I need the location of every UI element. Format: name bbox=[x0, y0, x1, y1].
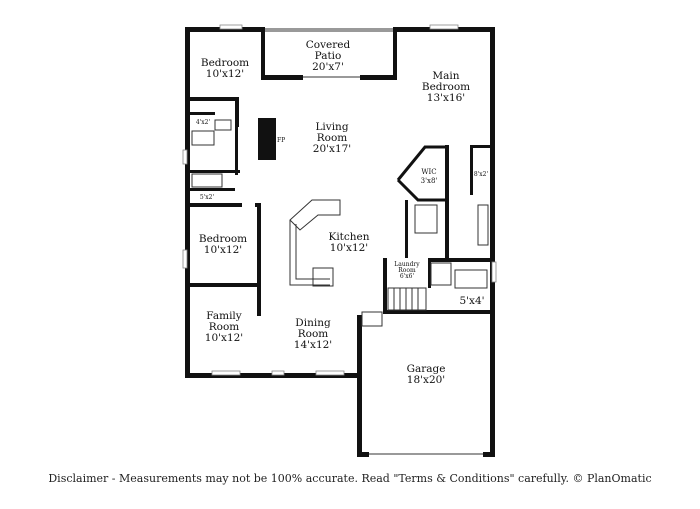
wall-closet-1 bbox=[235, 97, 239, 127]
wall-bedroom-mid-right bbox=[257, 203, 261, 285]
kitchen-island-appliance bbox=[312, 267, 334, 287]
kitchen-counter-top bbox=[289, 199, 341, 231]
garage-step bbox=[361, 311, 383, 327]
patio-left-wall bbox=[261, 27, 265, 77]
double-vanity bbox=[477, 204, 489, 246]
family-room-name-2: Room bbox=[209, 321, 240, 333]
laundry-size: 6'x6' bbox=[400, 273, 415, 280]
wall-bath-bottom bbox=[190, 188, 235, 191]
wall-laundry-top bbox=[428, 258, 490, 262]
kitchen-counter-left bbox=[289, 220, 330, 286]
fireplace-label: FP bbox=[277, 137, 285, 144]
kitchen-size: 10'x12' bbox=[330, 242, 368, 254]
wall-bedroom-mid-top bbox=[190, 203, 242, 207]
wic-name: WIC bbox=[421, 168, 436, 176]
window-top-main bbox=[429, 24, 459, 30]
wic-top-wall bbox=[396, 145, 448, 181]
dining-room-size: 14'x12' bbox=[294, 339, 332, 351]
wall-bath-mid bbox=[190, 170, 240, 173]
wall-bedroom-bottom bbox=[190, 97, 238, 101]
window-right bbox=[491, 261, 497, 283]
wic-bottom-wall bbox=[396, 178, 448, 202]
wic-size: 3'x8' bbox=[421, 177, 438, 185]
window-left-1 bbox=[182, 149, 188, 165]
kitchen-name: Kitchen bbox=[328, 231, 369, 243]
living-top-wall-left bbox=[261, 75, 303, 80]
wall-right-upper bbox=[490, 27, 495, 289]
main-bedroom-name-1: Main bbox=[432, 70, 459, 82]
wall-top-bedroom bbox=[185, 27, 265, 32]
garage-bottom-left bbox=[357, 452, 369, 457]
dining-room-name-1: Dining bbox=[295, 317, 331, 329]
laundry-name: Laundry bbox=[394, 261, 420, 268]
bedroom-top-name: Bedroom bbox=[201, 57, 249, 69]
wall-hall-right bbox=[405, 200, 408, 258]
window-top-bedroom bbox=[219, 24, 243, 30]
dining-room-name-2: Room bbox=[298, 328, 329, 340]
shower bbox=[430, 262, 452, 286]
garage-left-wall bbox=[357, 315, 362, 457]
kitchen-counter-left-inner bbox=[295, 224, 330, 280]
garage-top-wall bbox=[383, 310, 495, 314]
living-top-wall-right bbox=[360, 75, 397, 80]
window-left-2 bbox=[182, 249, 188, 269]
toilet bbox=[214, 119, 232, 131]
garage-name: Garage bbox=[407, 363, 446, 375]
patio-name-2: Patio bbox=[315, 50, 342, 62]
wall-bedroom-mid-bottom bbox=[190, 283, 261, 287]
vanity bbox=[191, 130, 215, 146]
main-bedroom-name-2: Bedroom bbox=[422, 81, 470, 93]
stairs bbox=[387, 287, 427, 311]
bathtub bbox=[191, 173, 223, 188]
closet-8x2-size: 8'x2' bbox=[474, 171, 489, 178]
window-bottom-family bbox=[211, 370, 241, 376]
closet-4x2-size: 4'x2' bbox=[196, 119, 211, 126]
wall-closet-8x2-left bbox=[470, 145, 473, 195]
main-bedroom-size: 13'x16' bbox=[427, 92, 465, 104]
laundry-left-wall bbox=[383, 258, 387, 314]
living-room-name-2: Room bbox=[317, 132, 348, 144]
garage-right-wall bbox=[490, 286, 495, 457]
wall-family-right bbox=[257, 283, 261, 316]
wall-closet-4x2 bbox=[190, 112, 215, 115]
garage-bottom-right bbox=[483, 452, 495, 457]
storage-5x4-size: 5'x4' bbox=[459, 295, 484, 307]
disclaimer-text: Disclaimer - Measurements may not be 100… bbox=[48, 472, 652, 485]
patio-right-wall bbox=[393, 27, 397, 77]
laundry-name-2: Room bbox=[398, 267, 416, 274]
garage-size: 18'x20' bbox=[407, 374, 445, 386]
wall-bath-right bbox=[235, 115, 238, 175]
fireplace bbox=[258, 118, 276, 160]
front-door bbox=[271, 370, 285, 376]
window-bottom-dining bbox=[315, 370, 345, 376]
closet-5x2-size: 5'x2' bbox=[200, 194, 215, 201]
wall-left bbox=[185, 27, 190, 377]
wall-bottom bbox=[185, 373, 362, 378]
main-tub bbox=[454, 269, 488, 289]
family-room-name-1: Family bbox=[206, 310, 242, 322]
bedroom-mid-size: 10'x12' bbox=[204, 244, 242, 256]
wall-closet-8x2-top bbox=[470, 145, 490, 148]
living-room-name-1: Living bbox=[315, 121, 348, 133]
patio-name-1: Covered bbox=[306, 39, 351, 51]
wall-top-main bbox=[393, 27, 495, 32]
bedroom-top-size: 10'x12' bbox=[206, 68, 244, 80]
living-room-size: 20'x17' bbox=[313, 143, 351, 155]
family-room-size: 10'x12' bbox=[205, 332, 243, 344]
patio-size: 20'x7' bbox=[312, 61, 344, 73]
wall-shower bbox=[428, 258, 431, 288]
main-wc bbox=[414, 204, 438, 234]
bedroom-mid-name: Bedroom bbox=[199, 233, 247, 245]
